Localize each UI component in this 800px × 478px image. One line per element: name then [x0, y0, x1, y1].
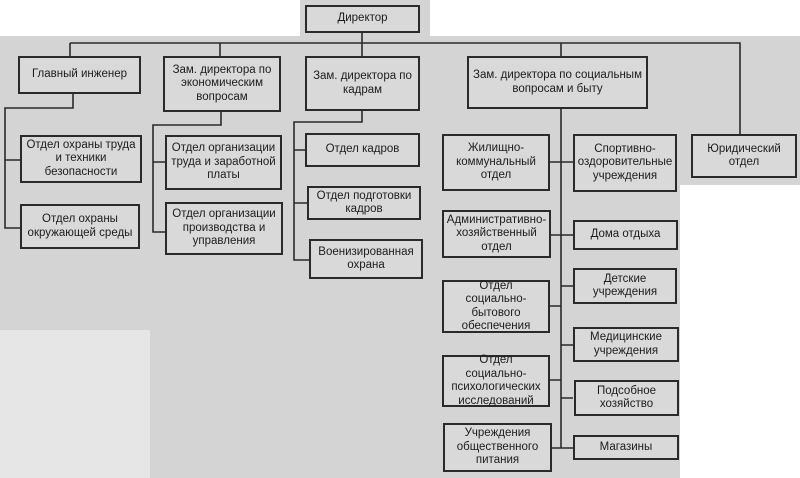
chief-engineer-box: Главный инженер [18, 56, 141, 94]
engineer-unit-box: Отдел охраны окружающей среды [20, 204, 140, 249]
social-unit-box: Дома отдыха [573, 220, 678, 250]
deputy-social-box: Зам. директора по социальным вопросам и … [467, 56, 648, 109]
background-light [0, 330, 150, 478]
social-unit-box: Административно-хозяйственный отдел [442, 210, 551, 258]
personnel-unit-box: Отдел подготовки кадров [307, 186, 421, 220]
legal-department-box: Юридический отдел [691, 134, 797, 178]
social-unit-box: Спортивно-оздоровительные учреждения [573, 134, 677, 192]
economics-unit-box: Отдел организации производства и управле… [165, 202, 283, 255]
director-box: Директор [305, 5, 420, 33]
social-unit-box: Отдел социально-бытового обеспечения [442, 280, 550, 333]
social-unit-box: Медицинские учреждения [573, 327, 679, 362]
social-unit-box: Жилищно-коммунальный отдел [442, 134, 550, 191]
economics-unit-box: Отдел организации труда и заработной пла… [165, 135, 282, 190]
personnel-unit-box: Военизированная охрана [309, 239, 423, 279]
social-unit-box: Магазины [573, 435, 679, 460]
deputy-personnel-box: Зам. директора по кадрам [305, 56, 420, 111]
social-unit-box: Учреждения общественного питания [443, 423, 552, 472]
deputy-economics-box: Зам. директора по экономическим вопросам [163, 56, 281, 112]
background-white [680, 185, 800, 478]
social-unit-box: Детские учреждения [573, 268, 677, 304]
personnel-unit-box: Отдел кадров [305, 133, 420, 167]
social-unit-box: Отдел социально-психологических исследов… [442, 354, 550, 407]
social-unit-box: Подсобное хозяйство [574, 380, 679, 416]
engineer-unit-box: Отдел охраны труда и техники безопасност… [20, 135, 142, 183]
